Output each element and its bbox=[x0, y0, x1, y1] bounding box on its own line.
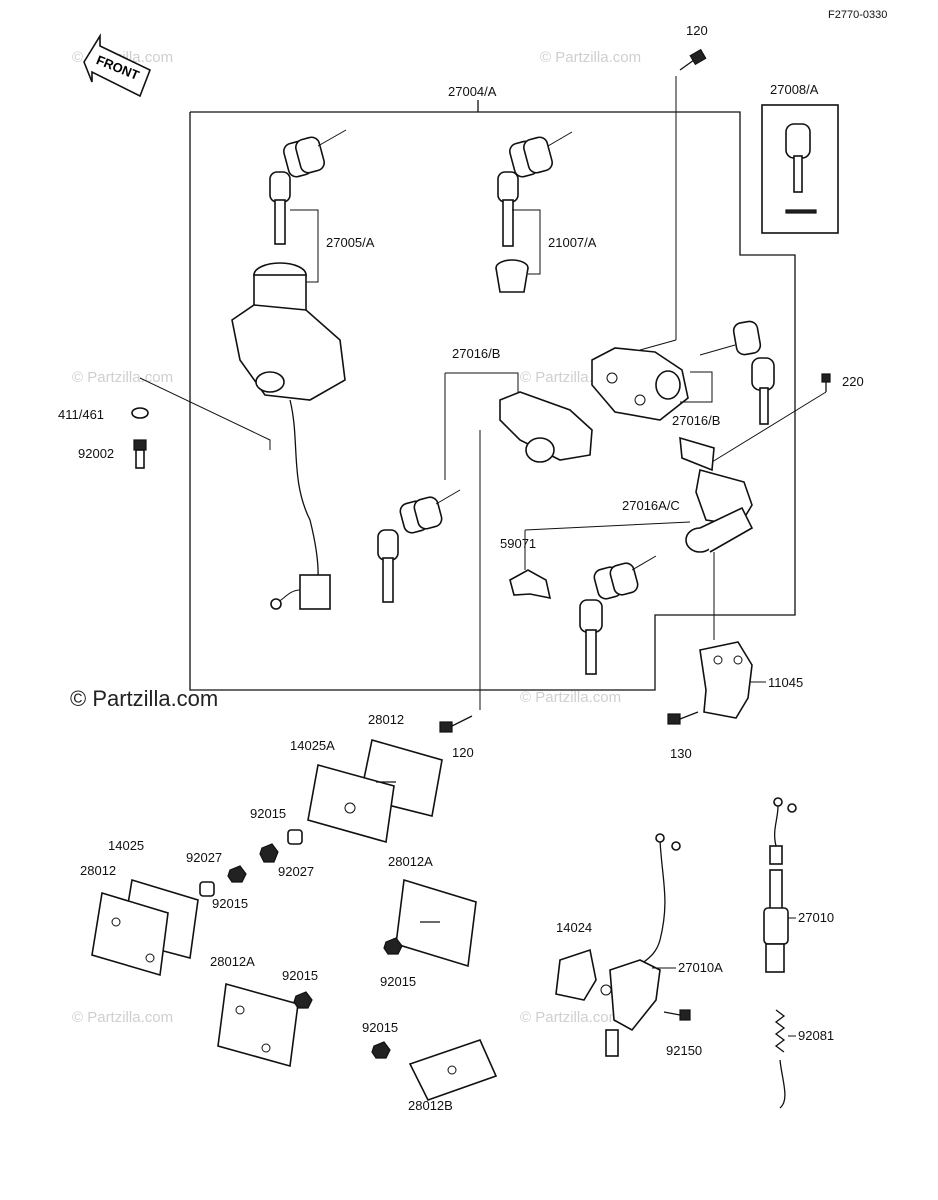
switch-cover-icon bbox=[555, 948, 597, 1001]
bolt-icon bbox=[679, 48, 707, 71]
label-27005a: 27005/A bbox=[326, 235, 375, 250]
bolt-icon bbox=[133, 439, 147, 469]
label-27010a: 27010A bbox=[678, 960, 723, 975]
nut-icon bbox=[371, 1041, 391, 1059]
bolt-icon bbox=[667, 711, 699, 725]
key-set-icon bbox=[497, 131, 573, 247]
key-set-icon bbox=[269, 129, 347, 245]
label-120-mid: 120 bbox=[452, 745, 474, 760]
key-blank-box bbox=[761, 104, 839, 234]
label-220: 220 bbox=[842, 374, 864, 389]
reflector-icon bbox=[395, 878, 477, 968]
helmet-lock-icon bbox=[679, 436, 754, 553]
screw-icon bbox=[821, 373, 831, 392]
seat-lock-icon bbox=[499, 391, 593, 463]
watermark: © Partzilla.com bbox=[520, 1009, 621, 1026]
ignition-switch-icon bbox=[231, 262, 346, 610]
label-27016ac: 27016A/C bbox=[622, 498, 680, 513]
label-27008a: 27008/A bbox=[770, 82, 819, 97]
label-92081: 92081 bbox=[798, 1028, 834, 1043]
label-92015-c: 92015 bbox=[380, 974, 416, 989]
nut-icon bbox=[383, 937, 403, 955]
watermark: © Partzilla.com bbox=[72, 369, 173, 386]
fuel-cap-lock-icon bbox=[591, 347, 689, 421]
label-27004a: 27004/A bbox=[448, 84, 497, 99]
label-14024: 14024 bbox=[556, 920, 592, 935]
stop-switch-icon bbox=[600, 833, 681, 1057]
label-14025: 14025 bbox=[108, 838, 144, 853]
spacer-icon bbox=[287, 829, 303, 845]
nut-icon bbox=[259, 843, 279, 863]
label-411-461: 411/461 bbox=[58, 407, 104, 422]
watermark: © Partzilla.com bbox=[520, 689, 621, 706]
bracket-icon bbox=[699, 641, 753, 719]
label-28012-left: 28012 bbox=[80, 863, 116, 878]
label-92150: 92150 bbox=[666, 1043, 702, 1058]
label-27016b-right: 27016/B bbox=[672, 413, 720, 428]
key-set-icon bbox=[579, 555, 657, 675]
label-27010: 27010 bbox=[798, 910, 834, 925]
key-set-icon bbox=[699, 320, 775, 425]
label-92027-a: 92027 bbox=[278, 864, 314, 879]
label-14025a: 14025A bbox=[290, 738, 335, 753]
label-92015-a: 92015 bbox=[250, 806, 286, 821]
diagram-code: F2770-0330 bbox=[828, 9, 887, 21]
label-27016b-left: 27016/B bbox=[452, 346, 500, 361]
lock-cylinder-icon bbox=[495, 259, 529, 293]
label-28012a-right: 28012A bbox=[388, 854, 433, 869]
label-11045: 11045 bbox=[768, 675, 803, 690]
label-92015-b: 92015 bbox=[212, 896, 248, 911]
rear-switch-icon bbox=[763, 797, 797, 973]
label-28012a-left: 28012A bbox=[210, 954, 255, 969]
label-92015-e: 92015 bbox=[362, 1020, 398, 1035]
clip-icon bbox=[509, 569, 552, 600]
label-59071: 59071 bbox=[500, 536, 536, 551]
nut-icon bbox=[293, 991, 313, 1009]
key-set-icon bbox=[377, 489, 461, 603]
reflector-icon bbox=[408, 1039, 498, 1101]
watermark: © Partzilla.com bbox=[72, 1009, 173, 1026]
label-21007a: 21007/A bbox=[548, 235, 597, 250]
nut-icon bbox=[227, 865, 247, 883]
reflector-icon bbox=[217, 982, 299, 1068]
spring-icon bbox=[774, 1009, 786, 1109]
kit-outline bbox=[189, 100, 796, 691]
label-28012b: 28012B bbox=[408, 1098, 453, 1113]
label-28012-top: 28012 bbox=[368, 712, 404, 727]
label-130: 130 bbox=[670, 746, 692, 761]
screw-icon bbox=[663, 1009, 691, 1021]
label-92015-d: 92015 bbox=[282, 968, 318, 983]
watermark: © Partzilla.com bbox=[540, 49, 641, 66]
bolt-icon bbox=[439, 715, 473, 733]
reflector-icon bbox=[91, 891, 169, 977]
label-92002: 92002 bbox=[78, 446, 114, 461]
label-120-top: 120 bbox=[686, 23, 708, 38]
spacer-icon bbox=[199, 881, 215, 897]
watermarks: © Partzilla.com © Partzilla.com © Partzi… bbox=[70, 49, 641, 1026]
reflector-bracket-icon bbox=[307, 763, 396, 844]
label-92027-b: 92027 bbox=[186, 850, 222, 865]
washer-icon bbox=[131, 407, 149, 419]
front-arrow-icon: FRONT bbox=[83, 33, 152, 98]
